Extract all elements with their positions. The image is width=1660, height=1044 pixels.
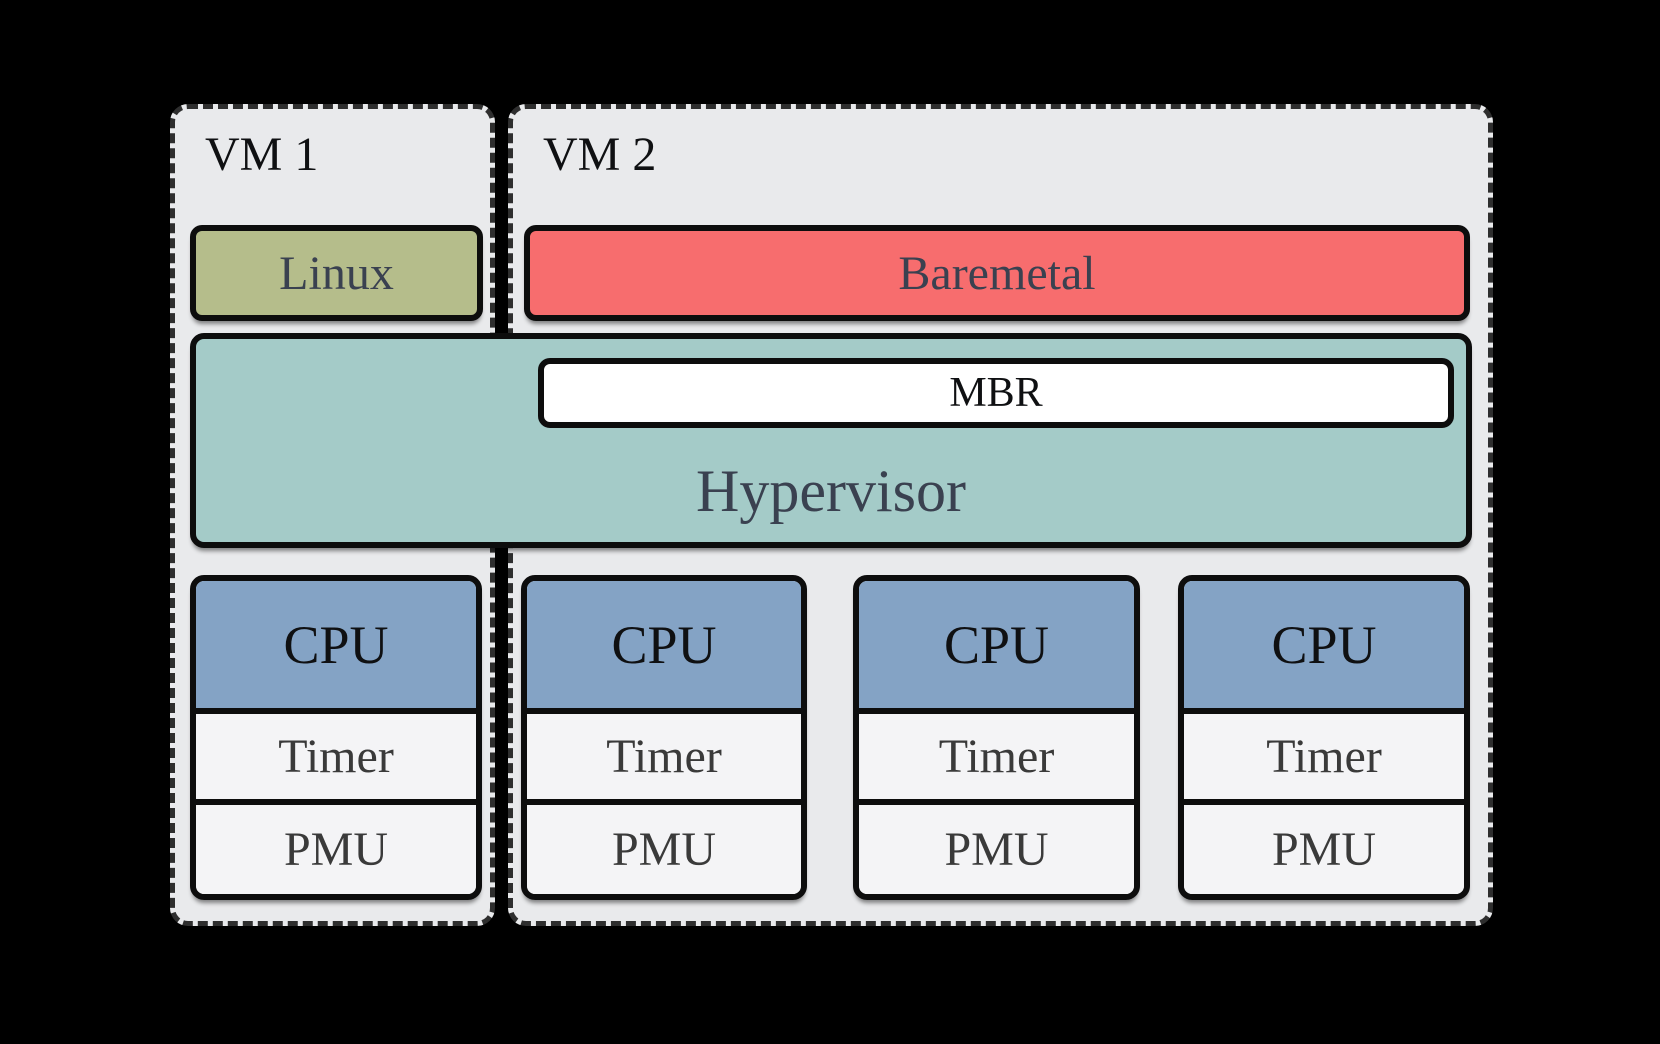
cpu-label-2: CPU	[611, 614, 717, 675]
pmu-label-2: PMU	[611, 823, 717, 877]
cpu-column-3: CPU Timer PMU	[853, 575, 1140, 900]
pmu-section-3: PMU	[859, 799, 1134, 894]
pmu-section-4: PMU	[1184, 799, 1464, 894]
cpu-label-4: CPU	[1271, 614, 1377, 675]
hypervisor-label: Hypervisor	[696, 458, 966, 524]
timer-label-4: Timer	[1266, 730, 1382, 784]
pmu-label-4: PMU	[1271, 823, 1377, 877]
mbr-label: MBR	[949, 370, 1043, 416]
timer-label-3: Timer	[938, 730, 1055, 784]
timer-section-3: Timer	[859, 708, 1134, 800]
pmu-section-2: PMU	[527, 799, 801, 894]
vm2-label: VM 2	[543, 128, 657, 181]
vm1-label: VM 1	[205, 128, 319, 181]
cpu-section-1: CPU	[196, 581, 476, 709]
cpu-section-4: CPU	[1184, 581, 1464, 709]
pmu-label-3: PMU	[944, 823, 1049, 877]
hypervisor-box: MBR Hypervisor	[190, 333, 1472, 548]
baremetal-guest-box: Baremetal	[524, 225, 1470, 321]
timer-label-1: Timer	[278, 730, 394, 784]
cpu-label-1: CPU	[283, 614, 389, 675]
mbr-box: MBR	[538, 358, 1454, 428]
cpu-column-1: CPU Timer PMU	[190, 575, 482, 900]
cpu-column-4: CPU Timer PMU	[1178, 575, 1470, 900]
timer-section-2: Timer	[527, 708, 801, 800]
linux-guest-box: Linux	[190, 225, 483, 321]
linux-label: Linux	[279, 246, 394, 300]
cpu-label-3: CPU	[943, 614, 1050, 675]
pmu-label-1: PMU	[283, 823, 389, 877]
cpu-section-3: CPU	[859, 581, 1134, 709]
timer-section-4: Timer	[1184, 708, 1464, 800]
timer-section-1: Timer	[196, 708, 476, 800]
baremetal-label: Baremetal	[898, 246, 1096, 300]
timer-label-2: Timer	[606, 730, 722, 784]
pmu-section-1: PMU	[196, 799, 476, 894]
cpu-column-2: CPU Timer PMU	[521, 575, 807, 900]
cpu-section-2: CPU	[527, 581, 801, 709]
